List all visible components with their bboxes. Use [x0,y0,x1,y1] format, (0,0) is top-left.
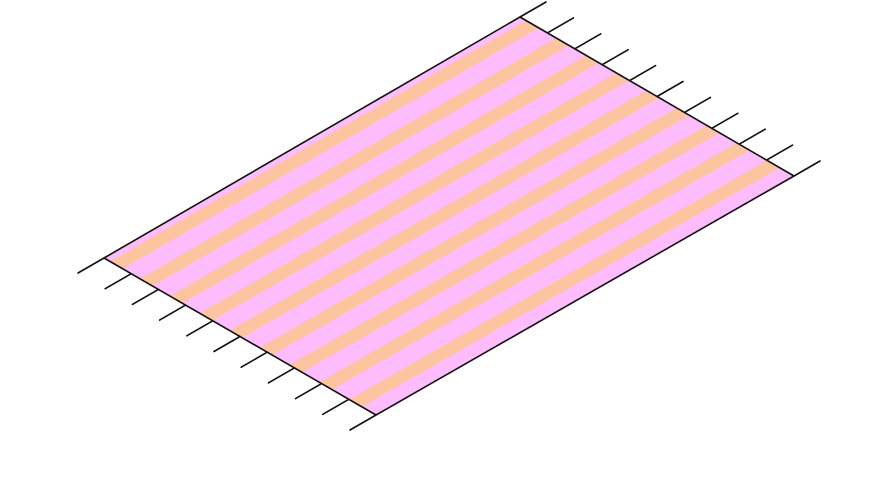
rug-stripe [110,20,539,269]
fringe-tassel [104,272,132,290]
fringe-tassel [601,48,630,66]
rug-stripe [259,107,690,356]
fringe-tassel [710,112,739,130]
fringe-tassel [158,304,187,321]
fringe-tassel [765,144,794,161]
rug-stripe [229,90,660,338]
fringe-tassel [131,288,160,306]
fringe-tassel [186,319,214,337]
rug-stripe [199,72,629,321]
rug-stripe [169,55,599,304]
fringe-tassel [793,160,821,177]
fringe-tassel [321,398,350,416]
fringe-tassel [738,128,767,145]
fringe-tassel [546,17,575,34]
fringe-tassel [628,64,657,82]
fringe-tassel [294,382,323,400]
rug-stripe [139,38,569,286]
fringe-tassel [77,257,105,274]
rug [77,1,821,431]
fringe-tassel [519,1,547,18]
fringe-tassel [683,96,712,114]
fringe-tassel [656,80,684,98]
fringe-tassel [240,351,269,369]
fringe-tassel [349,414,377,431]
rug-stripe [319,142,750,390]
fringe-tassel [213,335,241,353]
rug-stripe [349,160,780,407]
rug-stripe [289,125,720,373]
fringe-tassel [573,32,602,50]
fringe-tassel [267,367,296,384]
